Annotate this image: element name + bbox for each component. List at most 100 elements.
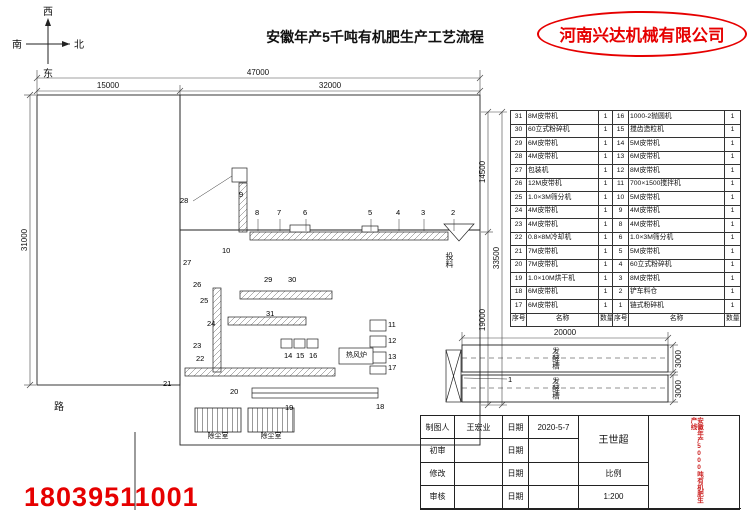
bom-qty-right: 1 (724, 272, 741, 287)
bom-qty-left: 1 (598, 191, 613, 206)
bom-name-left: 6M皮带机 (526, 299, 599, 314)
bom-qty-right: 1 (724, 218, 741, 233)
bom-header-cell: 数量 (598, 312, 613, 327)
tb-date-label-2: 日期 (503, 439, 529, 463)
title-block: 制图人 王宏业 日期 2020-5-7 初审 日期 修改 日期 审核 日期 王世… (420, 415, 741, 510)
bom-qty-left: 1 (598, 204, 613, 219)
company-name: 河南兴达机械有限公司 (559, 27, 725, 45)
road-label: 路 (54, 402, 64, 413)
table-row: 19 1.0×10M烘干机 1 3 8M皮带机 1 (510, 272, 741, 287)
tb-label-revise: 修改 (421, 462, 455, 486)
tb-audit-name (455, 485, 503, 509)
table-row: 21 7M皮带机 1 5 5M皮带机 1 (510, 245, 741, 260)
dust-room-label-a: 除尘室 (207, 433, 229, 440)
bom-no-right: 10 (612, 191, 629, 206)
bom-no-right: 6 (612, 231, 629, 246)
page-title: 安徽年产5千吨有机肥生产工艺流程 (266, 29, 484, 45)
bom-name-left: 6M皮带机 (526, 137, 599, 152)
bom-no-left: 30 (510, 123, 527, 138)
table-row: 30 60立式粉碎机 1 15 搅齿造粒机 1 (510, 123, 741, 138)
hot-air-furnace-label: 热风炉 (346, 352, 367, 359)
feed-label: 投料 (445, 252, 454, 268)
bom-qty-right: 1 (724, 299, 741, 314)
bom-name-right: 8M皮带机 (628, 164, 725, 179)
bom-qty-left: 1 (598, 285, 613, 300)
bom-name-left: 0.8×8M冷却机 (526, 231, 599, 246)
bom-no-right: 11 (612, 177, 629, 192)
dim-trough-width-a: 3000 (674, 350, 683, 368)
dim-trough-width-b: 3000 (674, 380, 683, 398)
bom-qty-right: 1 (724, 123, 741, 138)
tb-revise-name (455, 462, 503, 486)
bom-name-right: 5M皮带机 (628, 191, 725, 206)
bom-qty-left: 1 (598, 177, 613, 192)
trough-label-b: 发酵槽 (551, 377, 561, 400)
table-row: 20 7M皮带机 1 4 60立式粉碎机 1 (510, 258, 741, 273)
bom-qty-right: 1 (724, 137, 741, 152)
bom-name-left: 4M皮带机 (526, 204, 599, 219)
bom-no-left: 25 (510, 191, 527, 206)
bom-no-right: 3 (612, 272, 629, 287)
bom-no-right: 15 (612, 123, 629, 138)
table-row: 22 0.8×8M冷却机 1 6 1.0×3M筛分机 1 (510, 231, 741, 246)
bom-header-cell: 序号 (612, 312, 629, 327)
tb-scale-value: 1:200 (579, 485, 649, 509)
bom-qty-left: 1 (598, 150, 613, 165)
bom-qty-right: 1 (724, 164, 741, 179)
bom-qty-right: 1 (724, 258, 741, 273)
bom-no-right: 13 (612, 150, 629, 165)
bom-header-cell: 序号 (510, 312, 527, 327)
table-row: 27 包装机 1 12 8M皮带机 1 (510, 164, 741, 179)
table-row: 28 4M皮带机 1 13 6M皮带机 1 (510, 150, 741, 165)
bom-no-left: 21 (510, 245, 527, 260)
bom-name-right: 5M皮带机 (628, 137, 725, 152)
bom-qty-left: 1 (598, 245, 613, 260)
bom-qty-right: 1 (724, 204, 741, 219)
dim-right-bottom-height: 19000 (478, 308, 487, 331)
bom-qty-left: 1 (598, 137, 613, 152)
bom-header-cell: 名称 (628, 312, 725, 327)
building-outlines (36, 94, 481, 510)
tb-project-name: 安徽年产5000吨有机肥生产线 (649, 416, 741, 509)
dust-room-shapes (194, 407, 295, 433)
tb-label-first-review: 初审 (421, 439, 455, 463)
trough-label-a: 发酵槽 (551, 347, 561, 370)
dim-trough-length: 20000 (554, 328, 577, 337)
fermentation-trough-shapes (461, 344, 669, 403)
bom-name-left: 7M皮带机 (526, 258, 599, 273)
dim-left-height: 31000 (20, 228, 29, 251)
bom-name-right: 60立式粉碎机 (628, 258, 725, 273)
bom-no-right: 12 (612, 164, 629, 179)
bom-name-right: 700×1500搅拌机 (628, 177, 725, 192)
bom-qty-right: 1 (724, 110, 741, 125)
dim-right-top-height: 14500 (478, 160, 487, 183)
bom-no-right: 4 (612, 258, 629, 273)
bom-no-left: 23 (510, 218, 527, 233)
bom-name-right: 铲车料仓 (628, 285, 725, 300)
tb-date-label-4: 日期 (503, 485, 529, 509)
bom-name-left: 包装机 (526, 164, 599, 179)
bom-name-right: 4M皮带机 (628, 218, 725, 233)
bom-header-cell: 数量 (724, 312, 741, 327)
tb-first-review-name (455, 439, 503, 463)
bom-name-right: 1.0×3M筛分机 (628, 231, 725, 246)
callout-leader-lines (192, 175, 508, 380)
bom-name-right: 6M皮带机 (628, 150, 725, 165)
table-row: 24 4M皮带机 1 9 4M皮带机 1 (510, 204, 741, 219)
tb-date-value-4 (529, 485, 579, 509)
tb-date-value-3 (529, 462, 579, 486)
bom-qty-left: 1 (598, 110, 613, 125)
bom-no-right: 1 (612, 299, 629, 314)
table-row: 23 4M皮带机 1 8 4M皮带机 1 (510, 218, 741, 233)
bom-name-left: 7M皮带机 (526, 245, 599, 260)
bom-header-row: 序号名称数量序号名称数量 (510, 312, 741, 327)
bom-qty-left: 1 (598, 258, 613, 273)
bom-name-left: 6M皮带机 (526, 285, 599, 300)
bom-no-left: 24 (510, 204, 527, 219)
bom-no-right: 9 (612, 204, 629, 219)
bom-qty-left: 1 (598, 218, 613, 233)
bom-header-cell: 名称 (526, 312, 599, 327)
bom-name-right: 链式粉碎机 (628, 299, 725, 314)
